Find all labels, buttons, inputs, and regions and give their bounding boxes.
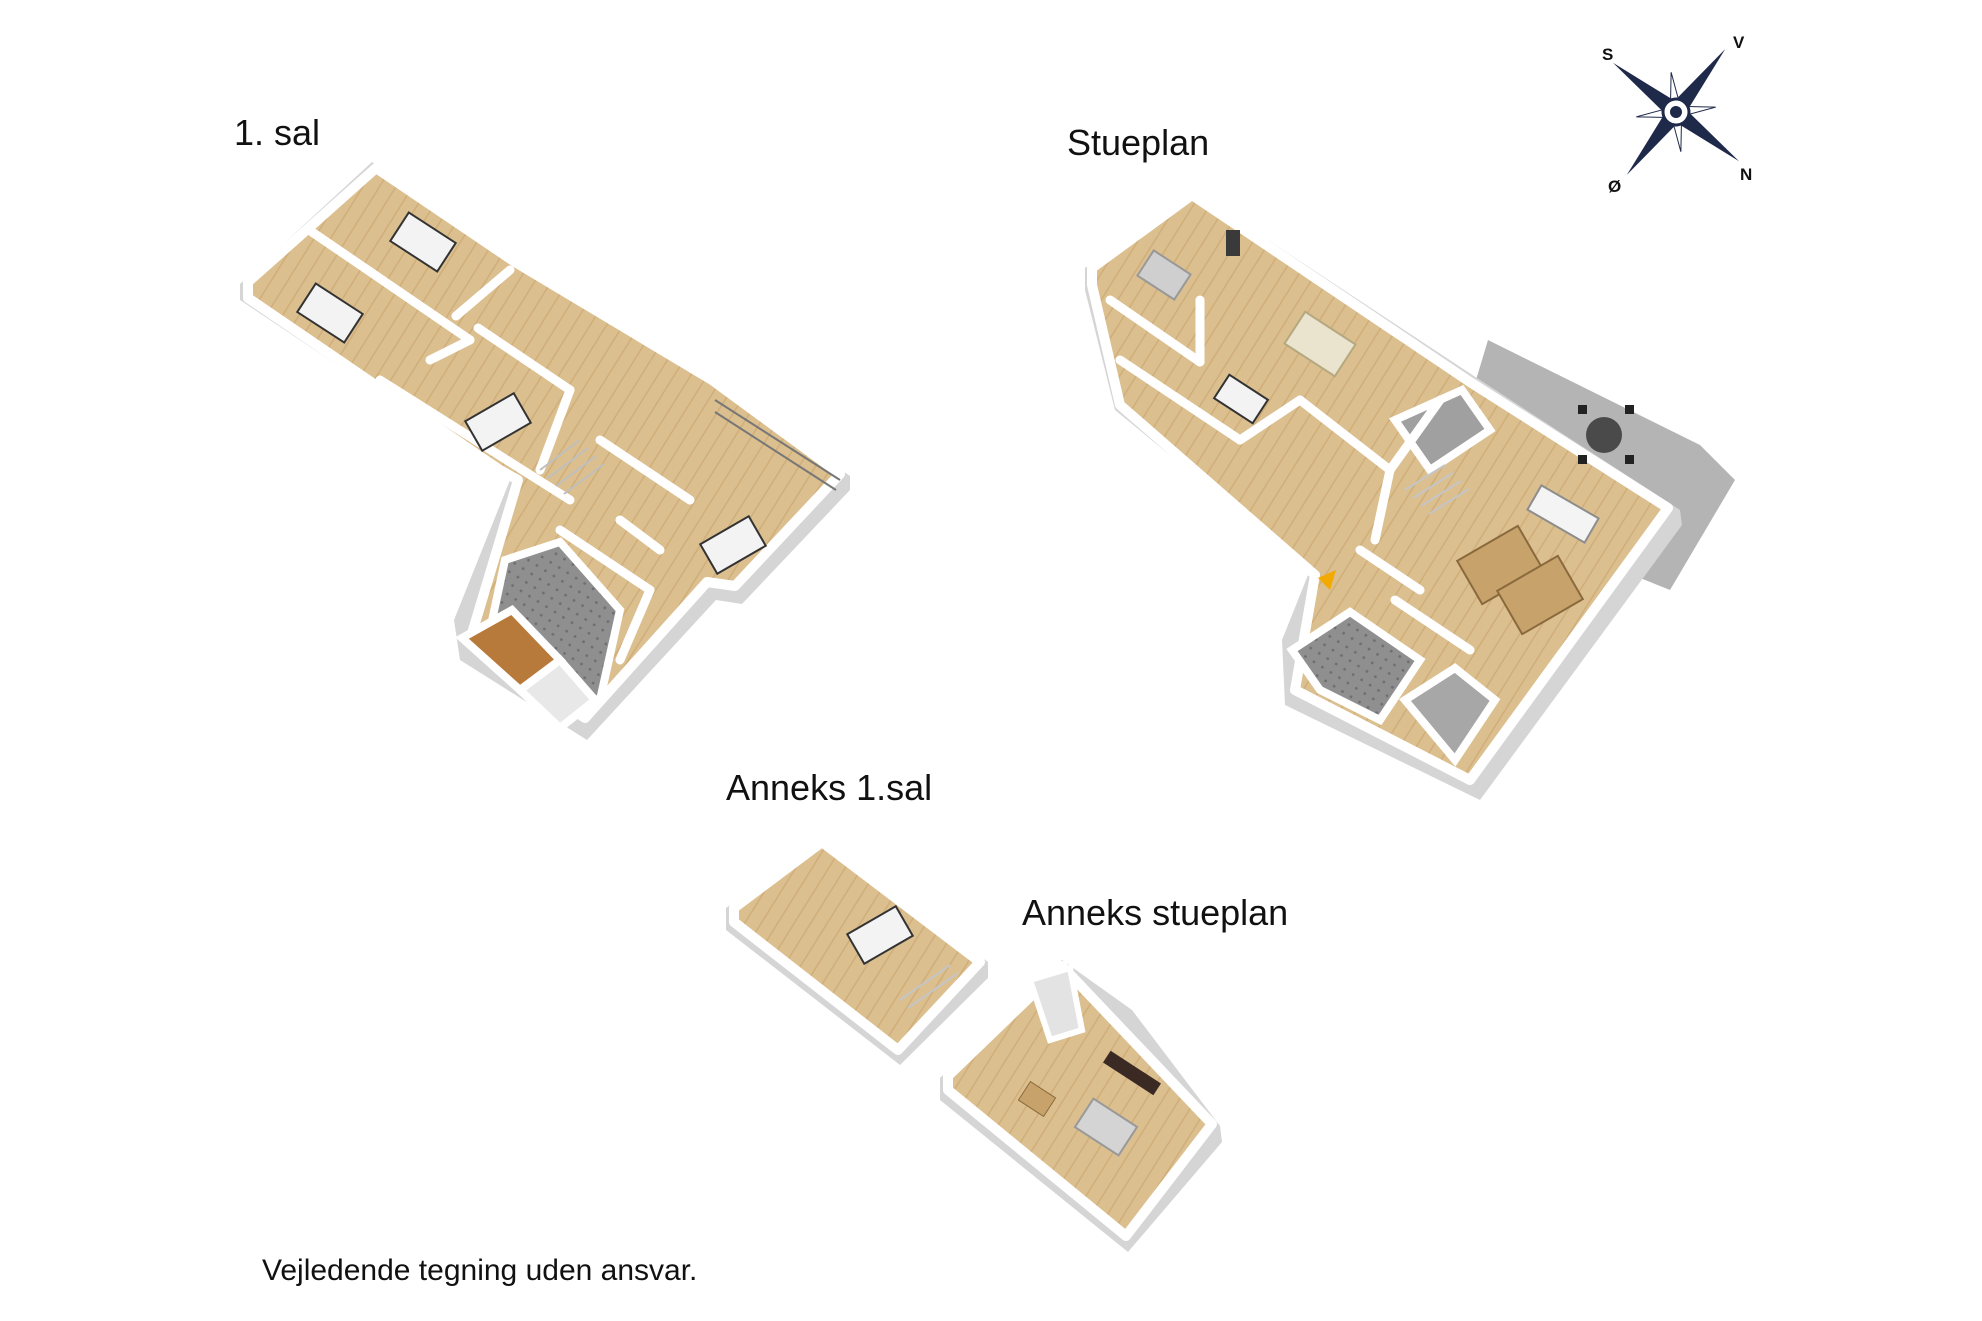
- ground-floor-title: Stueplan: [1067, 122, 1210, 163]
- first-floor-title: 1. sal: [234, 112, 321, 153]
- kitchen-island: [1455, 484, 1600, 636]
- disclaimer-text: Vejledende tegning uden ansvar.: [262, 1254, 698, 1287]
- compass-south-label: S: [1602, 45, 1613, 64]
- annex-ground-floor-plan: [940, 960, 1222, 1252]
- first-floor-plan: [240, 162, 850, 740]
- compass-west-label: V: [1733, 33, 1745, 52]
- compass-north-label: N: [1740, 165, 1752, 184]
- annex-first-floor-plan: [726, 837, 988, 1065]
- entrance-arrow-icon: [1318, 570, 1336, 590]
- patio-table: [1578, 405, 1634, 464]
- ground-floor-plan: [1085, 190, 1735, 800]
- annex-ground-floor-title: Anneks stueplan: [1022, 892, 1289, 933]
- compass-rose-icon: S V N Ø: [1602, 33, 1752, 196]
- bed-icon: [295, 211, 768, 576]
- compass-east-label: Ø: [1608, 177, 1621, 196]
- annex-first-floor-title: Anneks 1.sal: [726, 767, 933, 808]
